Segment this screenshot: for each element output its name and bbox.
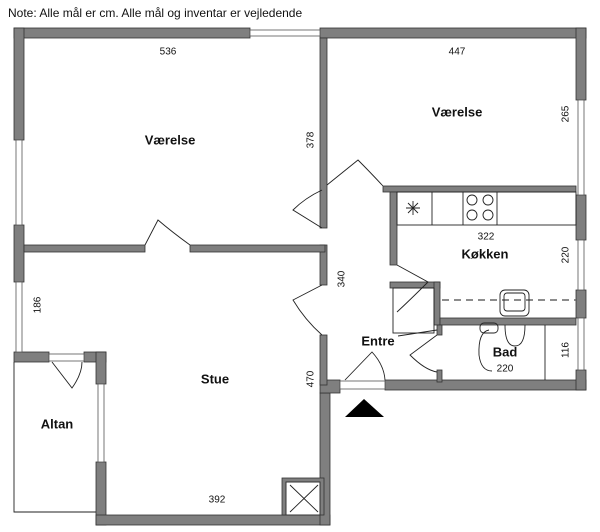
dim-vaerelse-left-width: 536: [159, 46, 177, 58]
dim-hall-depth: 340: [336, 270, 348, 288]
dim-vaerelse-right-width: 447: [448, 46, 466, 58]
altan-outline: [13, 362, 96, 513]
kitchen-sink-icon: [499, 289, 530, 317]
washbasin-icon: [504, 324, 526, 347]
dim-stue-depth: 470: [305, 370, 317, 388]
dim-stue-left: 186: [32, 296, 44, 314]
kitchen-counter: [392, 191, 577, 334]
dim-vaerelse-left-depth: 378: [305, 131, 317, 149]
dim-bad-depth: 116: [560, 342, 572, 358]
bath-fixtures: [478, 322, 546, 380]
shaft: [285, 481, 321, 516]
dim-kokken-width: 322: [477, 231, 495, 243]
room-label-bad: Bad: [492, 344, 518, 360]
room-label-entre: Entre: [361, 333, 395, 349]
entrance-arrow-icon: [345, 399, 384, 417]
doors: [51, 159, 438, 389]
room-label-vaerelse-left: Værelse: [144, 132, 196, 148]
room-label-kokken: Køkken: [461, 246, 509, 262]
dim-bad-width: 220: [496, 363, 514, 375]
windows: [15, 29, 585, 463]
room-label-altan: Altan: [40, 416, 74, 432]
dim-stue-width: 392: [208, 494, 226, 506]
stove-icon: [466, 194, 494, 221]
dim-kokken-depth: 220: [560, 246, 572, 264]
toilet-icon: [478, 329, 493, 372]
dim-vaerelse-right-depth: 265: [560, 105, 572, 123]
room-label-stue: Stue: [200, 371, 230, 387]
note-text: Note: Alle mål er cm. Alle mål og invent…: [8, 6, 303, 20]
sink-star-icon: [406, 201, 420, 215]
room-label-vaerelse-right: Værelse: [431, 104, 483, 120]
